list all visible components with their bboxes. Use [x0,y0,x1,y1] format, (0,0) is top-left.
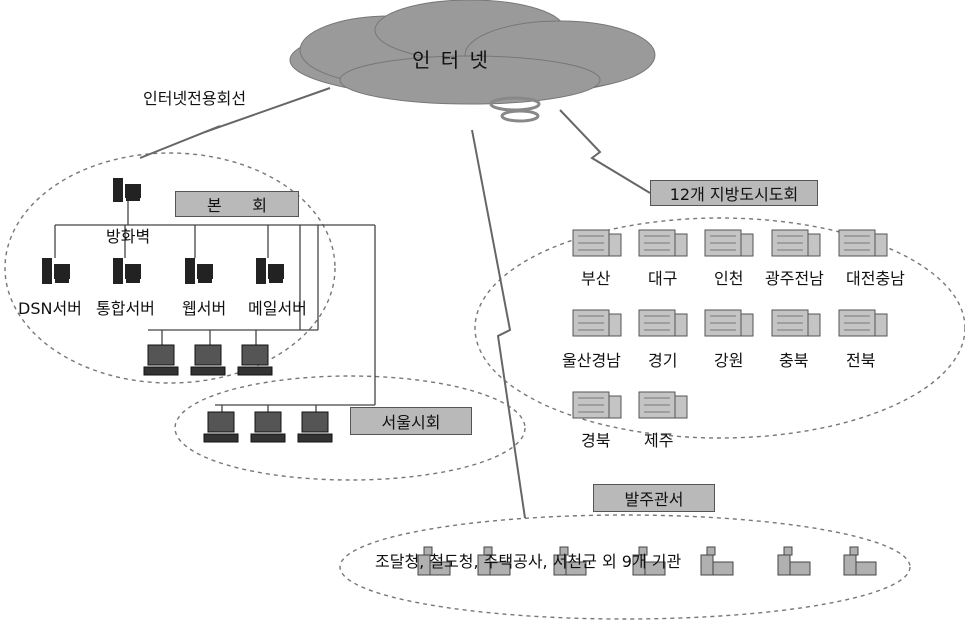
seoul-zone [174,375,526,481]
region-label: 대구 [648,269,678,288]
agency-icon [417,546,451,576]
clients-zone [339,514,911,620]
region-label: 전북 [846,351,876,370]
regional-office-icon [771,309,821,337]
integrated-server-label: 통합서버 [96,299,155,318]
link-hq [139,87,331,159]
region-label: 대전충남 [846,269,905,288]
workstation-icon [237,344,273,376]
agency-icon [632,546,666,576]
web-server-label: 웹서버 [182,299,227,318]
link-regions [559,109,651,194]
workstation-icon [203,411,239,443]
workstation-icon [190,344,226,376]
region-label: 인천 [714,269,744,288]
region-label: 충북 [779,351,809,370]
regional-office-icon [572,309,622,337]
firewall-icon [113,178,141,202]
agency-icon [700,546,734,576]
integrated-server-icon [113,258,141,284]
regional-office-icon [572,391,622,419]
region-label: 제주 [644,431,674,450]
region-label: 울산경남 [562,351,621,370]
region-label: 경기 [648,351,678,370]
regional-office-icon [638,229,688,257]
internet-cloud [289,0,656,105]
region-label: 광주전남 [765,269,824,288]
internet-cloud-puffs [489,96,541,123]
link-clients [471,129,526,519]
leased-line-label: 인터넷전용회선 [143,89,247,108]
hq-title-box: 본 회 [175,191,299,217]
clients-title-box: 발주관서 [593,484,715,512]
agency-icon [777,546,811,576]
agency-icon [477,546,511,576]
region-label: 부산 [581,269,611,288]
web-server-icon [185,258,213,284]
regional-office-icon [704,229,754,257]
dsn-server-icon [42,258,70,284]
dsn-server-label: DSN서버 [18,299,82,318]
regional-office-icon [771,229,821,257]
agency-icon [843,546,877,576]
regional-office-icon [638,391,688,419]
workstation-icon [250,411,286,443]
regional-office-icon [704,309,754,337]
regional-office-icon [838,309,888,337]
mail-server-label: 메일서버 [248,299,307,318]
firewall-label: 방화벽 [106,227,151,246]
region-label: 경북 [581,431,611,450]
internet-label: 인 터 넷 [412,48,490,72]
agency-icon [553,546,587,576]
hq-zone [4,152,336,384]
seoul-title-box: 서울시회 [350,407,472,435]
regions-zone [474,217,965,439]
clients-desc: 조달청, 철도청, 주택공사, 서천군 외 9개 기관 [375,552,682,571]
mail-server-icon [256,258,284,284]
region-label: 강원 [714,351,744,370]
workstation-icon [297,411,333,443]
regional-office-icon [572,229,622,257]
regions-title-box: 12개 지방도시도회 [650,180,818,206]
regional-office-icon [638,309,688,337]
workstation-icon [143,344,179,376]
regional-office-icon [838,229,888,257]
